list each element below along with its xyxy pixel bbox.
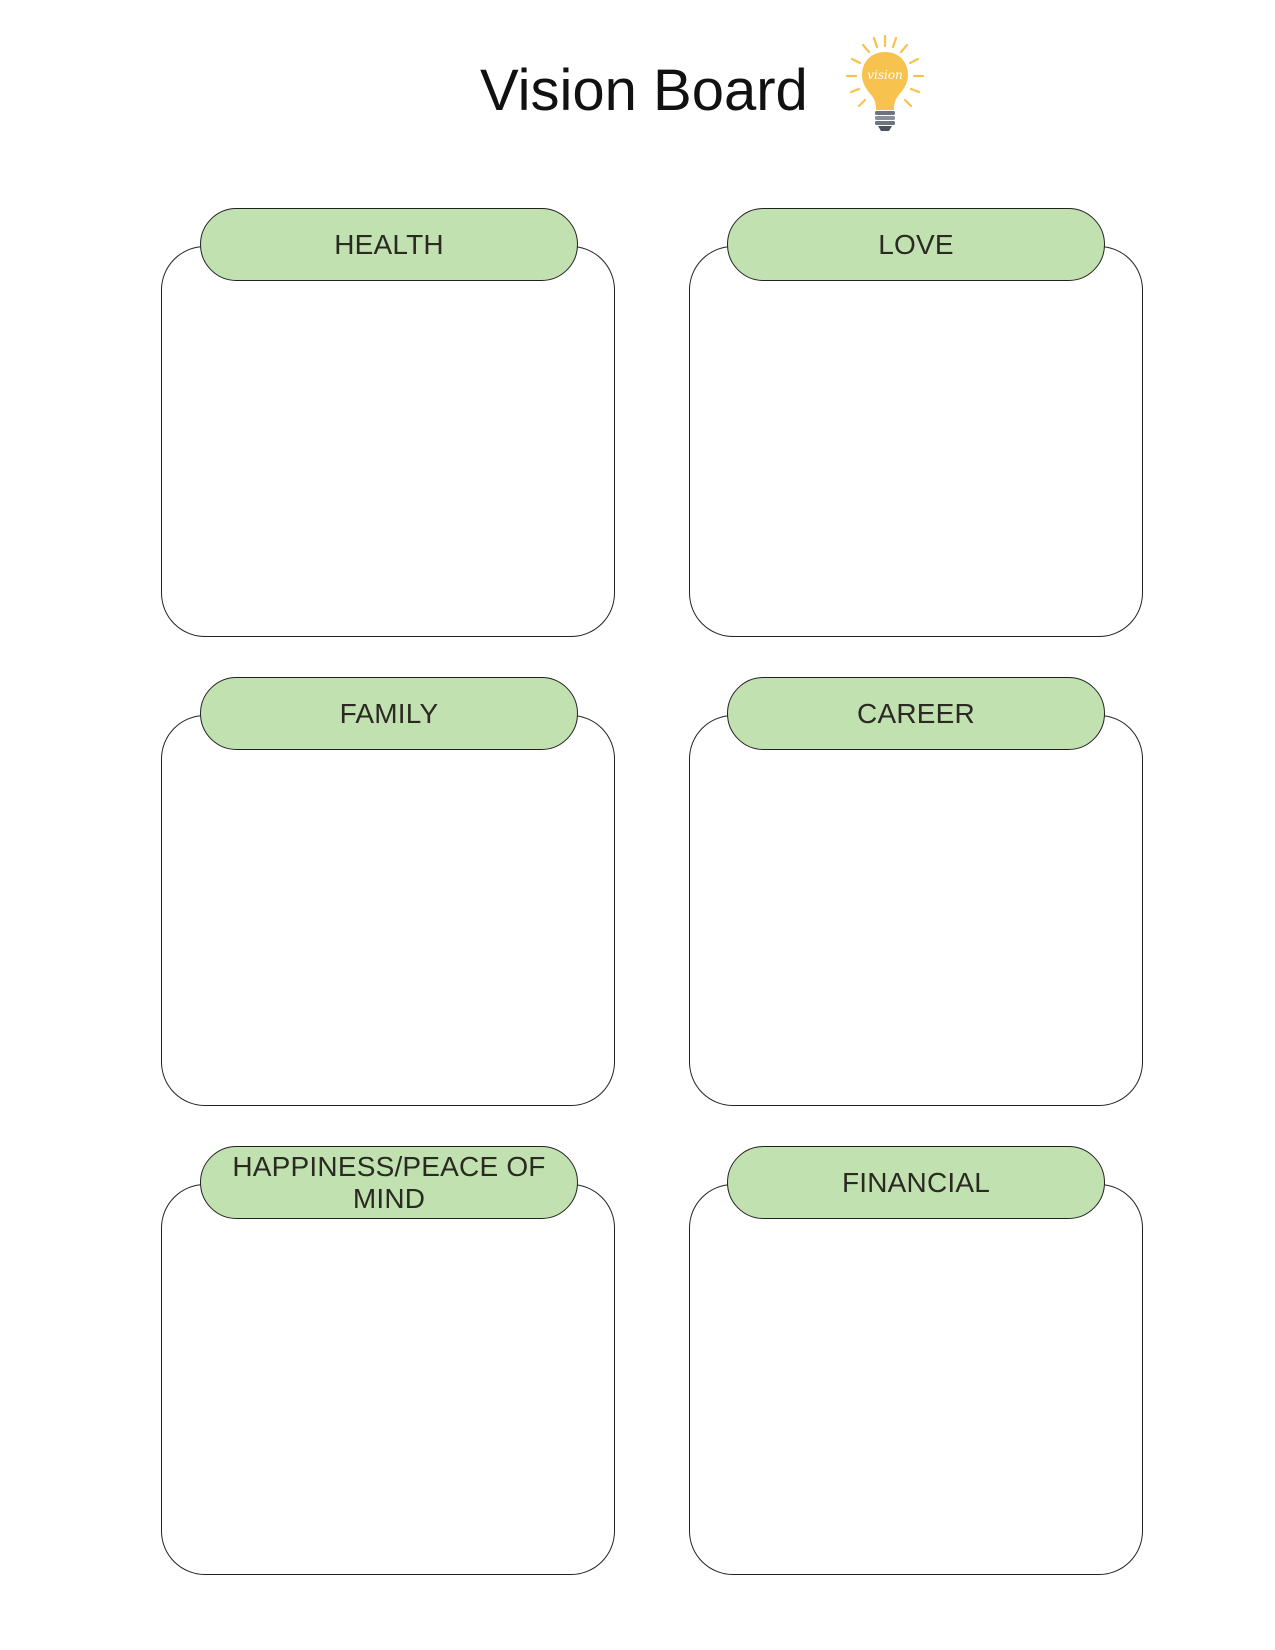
health-box [161, 246, 615, 637]
career-box [689, 715, 1143, 1106]
family-box [161, 715, 615, 1106]
section-label: CAREER [857, 697, 975, 729]
love-header: LOVE [727, 208, 1105, 281]
love-box [689, 246, 1143, 637]
career-header: CAREER [727, 677, 1105, 750]
section-label: FINANCIAL [841, 1166, 991, 1198]
section-label: HAPPINESS/PEACE OF MIND [232, 1150, 546, 1214]
financial-header: FINANCIAL [727, 1146, 1105, 1219]
financial-box [689, 1184, 1143, 1575]
lightbulb-logo-text: vision [867, 68, 903, 82]
lightbulb-icon: vision [845, 34, 925, 131]
section-label: FAMILY [339, 697, 439, 729]
section-label: LOVE [878, 228, 954, 260]
section-label: HEALTH [334, 228, 444, 260]
family-header: FAMILY [200, 677, 578, 750]
happiness-box [161, 1184, 615, 1575]
page-title: Vision Board [480, 58, 808, 123]
happiness-header: HAPPINESS/PEACE OF MIND [200, 1146, 578, 1219]
health-header: HEALTH [200, 208, 578, 281]
